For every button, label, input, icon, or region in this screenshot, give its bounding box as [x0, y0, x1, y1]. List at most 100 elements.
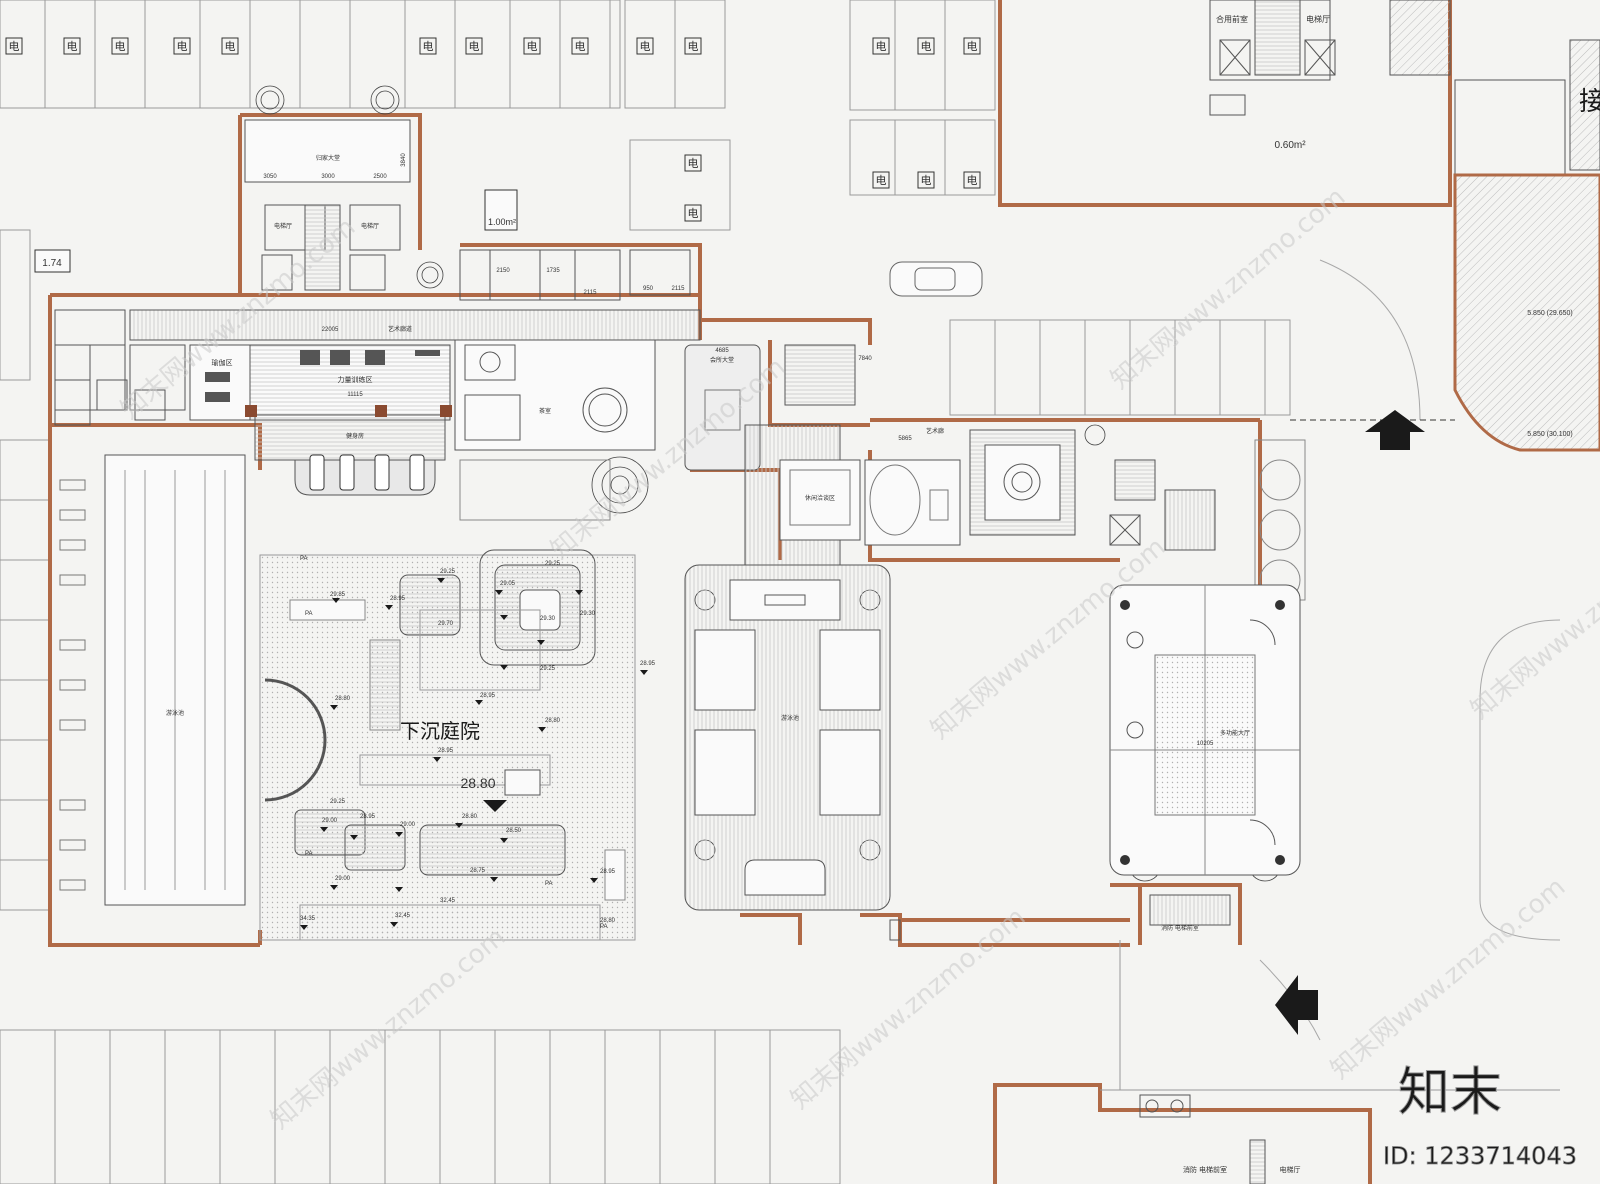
dim-5865: 5865	[898, 436, 912, 442]
level-label: 28.50	[506, 828, 522, 834]
building-bottom-right: 消防 电梯前室 电梯厅	[993, 940, 1560, 1184]
dim-2150: 2150	[496, 268, 510, 274]
corner-glyph: 接	[1579, 87, 1600, 117]
room-reception-left: 归家大堂 3050 3000 2500 3840 电梯厅 电梯厅	[244, 119, 411, 291]
level-label: 29.25	[440, 569, 456, 575]
ev-charger-label: 电	[688, 157, 699, 170]
level-label: 34.35	[300, 916, 316, 922]
level-label: 29.70	[438, 621, 454, 627]
level-label: 28.95	[600, 869, 616, 875]
dim-2500: 2500	[373, 174, 387, 180]
dim-2115: 2115	[584, 290, 598, 296]
arrow-up-icon	[1365, 410, 1425, 450]
ev-charger-label: 电	[876, 174, 887, 187]
label-tea-room: 茶室	[539, 407, 551, 415]
level-label: 28.80	[335, 696, 351, 702]
brand-stamp: 知末 ID: 1233714043	[1383, 1063, 1578, 1171]
label-swim-pool: 游泳池	[166, 709, 184, 717]
ev-charger-label: 电	[640, 40, 651, 53]
image-id-text: ID: 1233714043	[1383, 1142, 1577, 1170]
treadmill-row	[294, 454, 436, 496]
level-label-big: 28.80	[460, 775, 495, 791]
label-lounge: 休闲洽谈区	[805, 494, 835, 502]
dim-3050: 3050	[263, 174, 277, 180]
level-markers: 29.25 29.85 28.95 29.70 29.05 29.25 29.3…	[300, 561, 656, 924]
room-lounge: 休闲洽谈区 5865 艺术廊	[779, 427, 961, 546]
level-label: 29.25	[545, 561, 561, 567]
dim-1735: 1735	[546, 268, 560, 274]
level-label: 28.95	[480, 693, 496, 699]
ev-charger-label: 电	[921, 174, 932, 187]
label-club-hall: 会所大堂	[710, 356, 734, 364]
level-label: 29.85	[330, 592, 346, 598]
area-tags: 1.74 1.00m²	[34, 189, 518, 273]
pa-label: PA	[600, 924, 608, 930]
ev-charger-label: 电	[115, 40, 126, 53]
dim-2115-b: 2115	[672, 286, 686, 292]
label-art-corridor: 艺术廊道	[388, 325, 412, 333]
room-club-hall: 会所大堂 4685 7840	[684, 344, 872, 566]
dim-22005: 22005	[322, 327, 339, 333]
label-reception-left: 归家大堂	[316, 154, 340, 162]
label-fire-elevator: 消防 电梯前室	[1183, 1165, 1227, 1174]
label-shared-lobby: 合用前室	[1216, 14, 1248, 24]
area-label-174: 1.74	[42, 258, 62, 269]
pa-label: PA	[545, 881, 553, 887]
ev-charger-label: 电	[688, 40, 699, 53]
label-ev-hall: 电梯厅	[1280, 1165, 1301, 1174]
dim-11115: 11115	[347, 392, 363, 398]
level-label: 28.95	[438, 748, 454, 754]
level-label: 29.00	[322, 818, 338, 824]
ev-charger-label: 电	[575, 40, 586, 53]
brand-logo-text: 知末	[1398, 1063, 1502, 1123]
ev-charger-label: 电	[423, 40, 434, 53]
ev-charger-label: 电	[67, 40, 78, 53]
label-elevator-hall-right: 电梯厅	[361, 222, 379, 230]
ev-charger-label: 电	[177, 40, 188, 53]
level-label: 29.30	[540, 616, 556, 622]
level-label: 28.95	[640, 661, 656, 667]
level-label: 29.00	[335, 876, 351, 882]
level-label: 28.95	[360, 814, 376, 820]
level-label: 28.80	[600, 918, 616, 924]
level-label: 29.25	[540, 666, 556, 672]
ev-charger-markers: 电 电 电 电 电 电 电 电 电 电 电 电 电 电 电 电 电 电 电	[5, 37, 981, 222]
elevation-label-a: 5.850 (29.650)	[1527, 310, 1573, 317]
arrow-left-icon	[1275, 975, 1318, 1035]
level-label: 28.80	[462, 814, 478, 820]
left-service-rooms	[54, 309, 186, 426]
ev-charger-label: 电	[469, 40, 480, 53]
dim-4685: 4685	[715, 348, 729, 354]
level-label: 32.45	[395, 913, 411, 919]
level-label: 28.80	[545, 718, 561, 724]
pa-label: PA	[305, 611, 313, 617]
level-label: 29.00	[400, 822, 416, 828]
level-label: 28.75	[470, 868, 486, 874]
pool-lounge-chairs	[59, 479, 86, 891]
label-pool-hall: 游泳池	[781, 714, 799, 722]
art-corridor: 艺术廊道 22005	[129, 309, 701, 341]
dim-950: 950	[643, 286, 654, 292]
area-label-100: 1.00m²	[488, 217, 516, 227]
parking-row-mid-right	[949, 319, 1291, 416]
label-elevator-hall-left: 电梯厅	[274, 222, 292, 230]
level-label: 29.30	[580, 611, 596, 617]
pa-label: PA	[305, 851, 313, 857]
label-strength-area: 力量训练区	[338, 375, 373, 384]
ev-charger-label: 电	[688, 207, 699, 220]
label-sunken-courtyard: 下沉庭院	[400, 719, 480, 743]
ev-charger-label: 电	[225, 40, 236, 53]
level-label: 28.95	[390, 596, 406, 602]
dim-7840: 7840	[858, 356, 872, 362]
room-pool-hall: 游泳池	[684, 564, 901, 941]
label-yoga: 瑜伽区	[212, 358, 233, 367]
room-tea: 茶室	[454, 339, 656, 521]
label-grand-hall: 多功能大厅	[1220, 729, 1250, 737]
label-fire-exit: 消防 电梯前室	[1161, 924, 1199, 932]
room-grand-hall: 10205 多功能大厅	[1109, 584, 1301, 876]
hatched-zone-right: 5.850 (29.650) 5.850 (30.100)	[1453, 173, 1600, 452]
dim-10205: 10205	[1197, 741, 1214, 747]
parking-grid-top-right	[849, 0, 996, 196]
ev-charger-label: 电	[967, 174, 978, 187]
